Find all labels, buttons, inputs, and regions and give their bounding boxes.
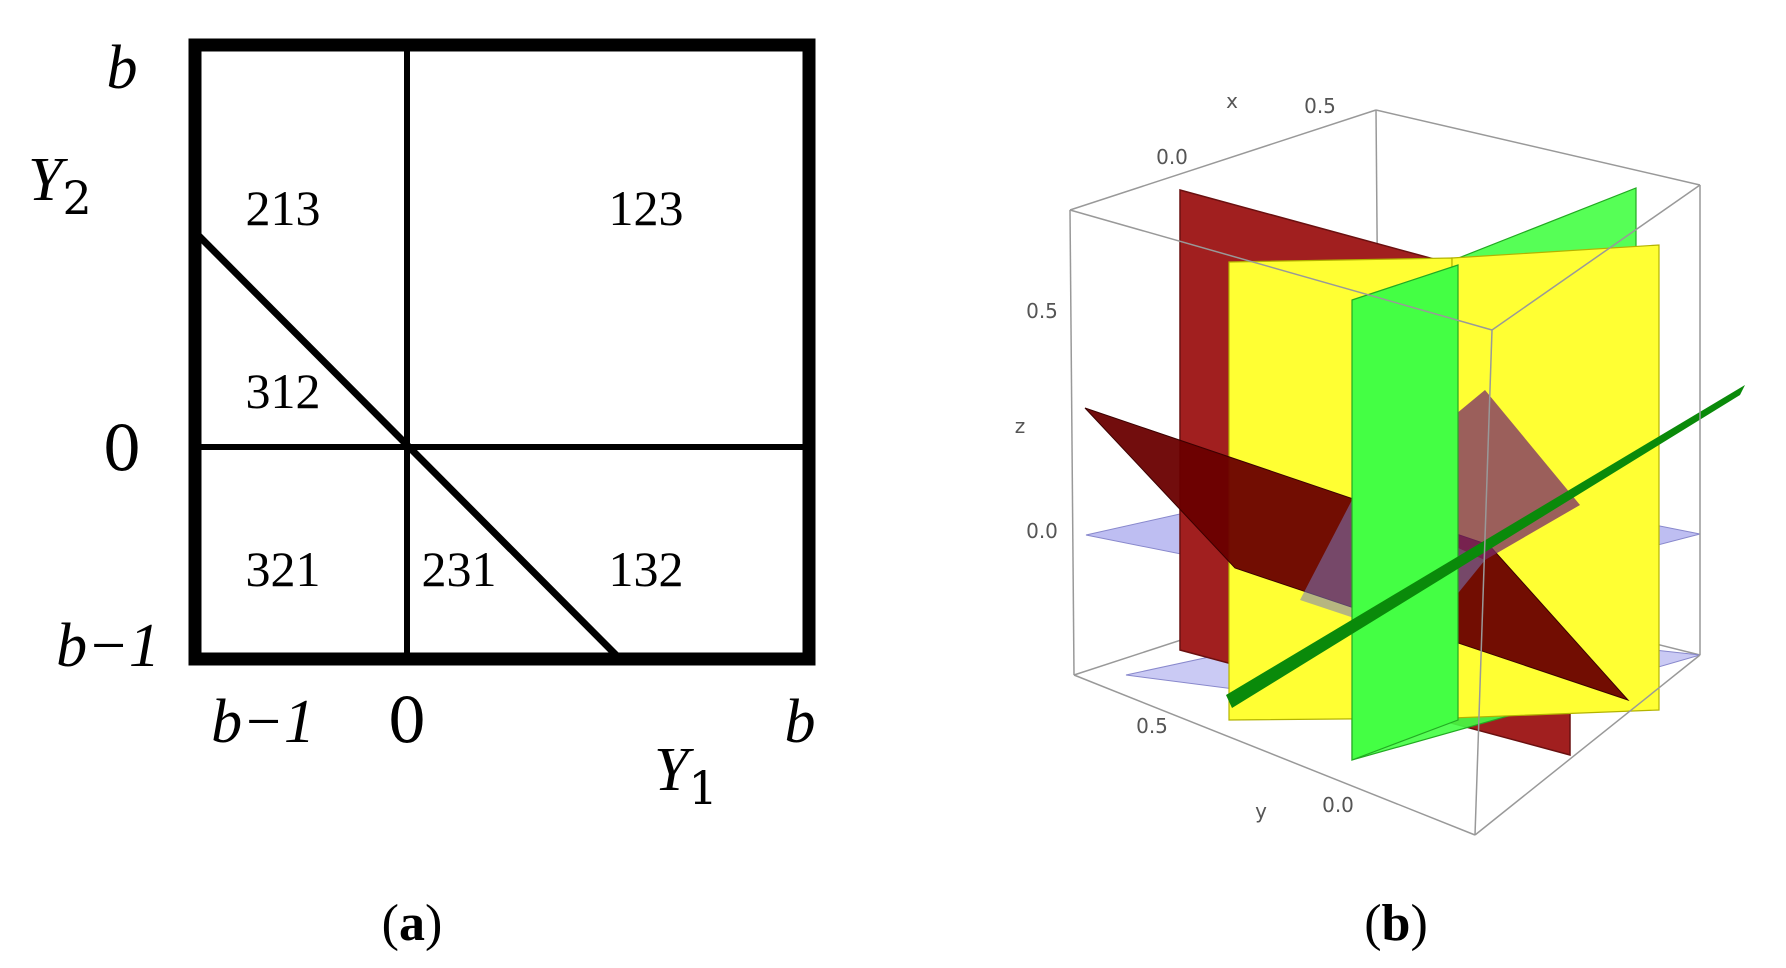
x-tick: 0.5: [1304, 94, 1336, 118]
axis-label-x: x: [1226, 89, 1238, 113]
y-tick-top: b: [107, 34, 138, 102]
plane-dark-green: [1226, 385, 1745, 708]
y-tick: 0.0: [1322, 793, 1354, 817]
z-tick: 0.5: [1026, 299, 1058, 323]
bounding-box-front: [1069, 184, 1701, 836]
x-tick-middle: 0: [387, 684, 426, 757]
region-label: 321: [246, 541, 321, 597]
axis-label-y: y: [1255, 799, 1267, 823]
panel-b: x 0.0 0.5 0.5 z 0.0 0.5 y 0.0 (b): [1015, 89, 1745, 952]
z-tick: 0.0: [1026, 519, 1058, 543]
x-tick-right: b: [785, 688, 816, 756]
y-tick: 0.5: [1136, 714, 1168, 738]
x-tick: 0.0: [1156, 145, 1188, 169]
region-label: 312: [246, 363, 321, 419]
y-axis-label: Y2: [28, 146, 92, 225]
y-tick-bottom: b−1: [56, 612, 160, 680]
axis-label-z: z: [1015, 414, 1026, 438]
caption-b: (b): [1364, 895, 1428, 952]
region-label: 132: [609, 541, 684, 597]
plane-green-front: [1351, 264, 1459, 761]
y-tick-middle: 0: [102, 412, 141, 485]
region-label: 231: [422, 541, 497, 597]
panel-a: 213 123 312 321 231 132 Y2 b 0 b−1 b−1 0…: [28, 34, 816, 952]
x-axis-label: Y1: [654, 736, 718, 815]
region-label: 123: [609, 180, 684, 236]
region-label: 213: [246, 180, 321, 236]
caption-a: (a): [382, 895, 443, 952]
diagonal-line: [192, 229, 623, 662]
outer-square: [188, 38, 816, 666]
x-tick-left: b−1: [211, 688, 315, 756]
